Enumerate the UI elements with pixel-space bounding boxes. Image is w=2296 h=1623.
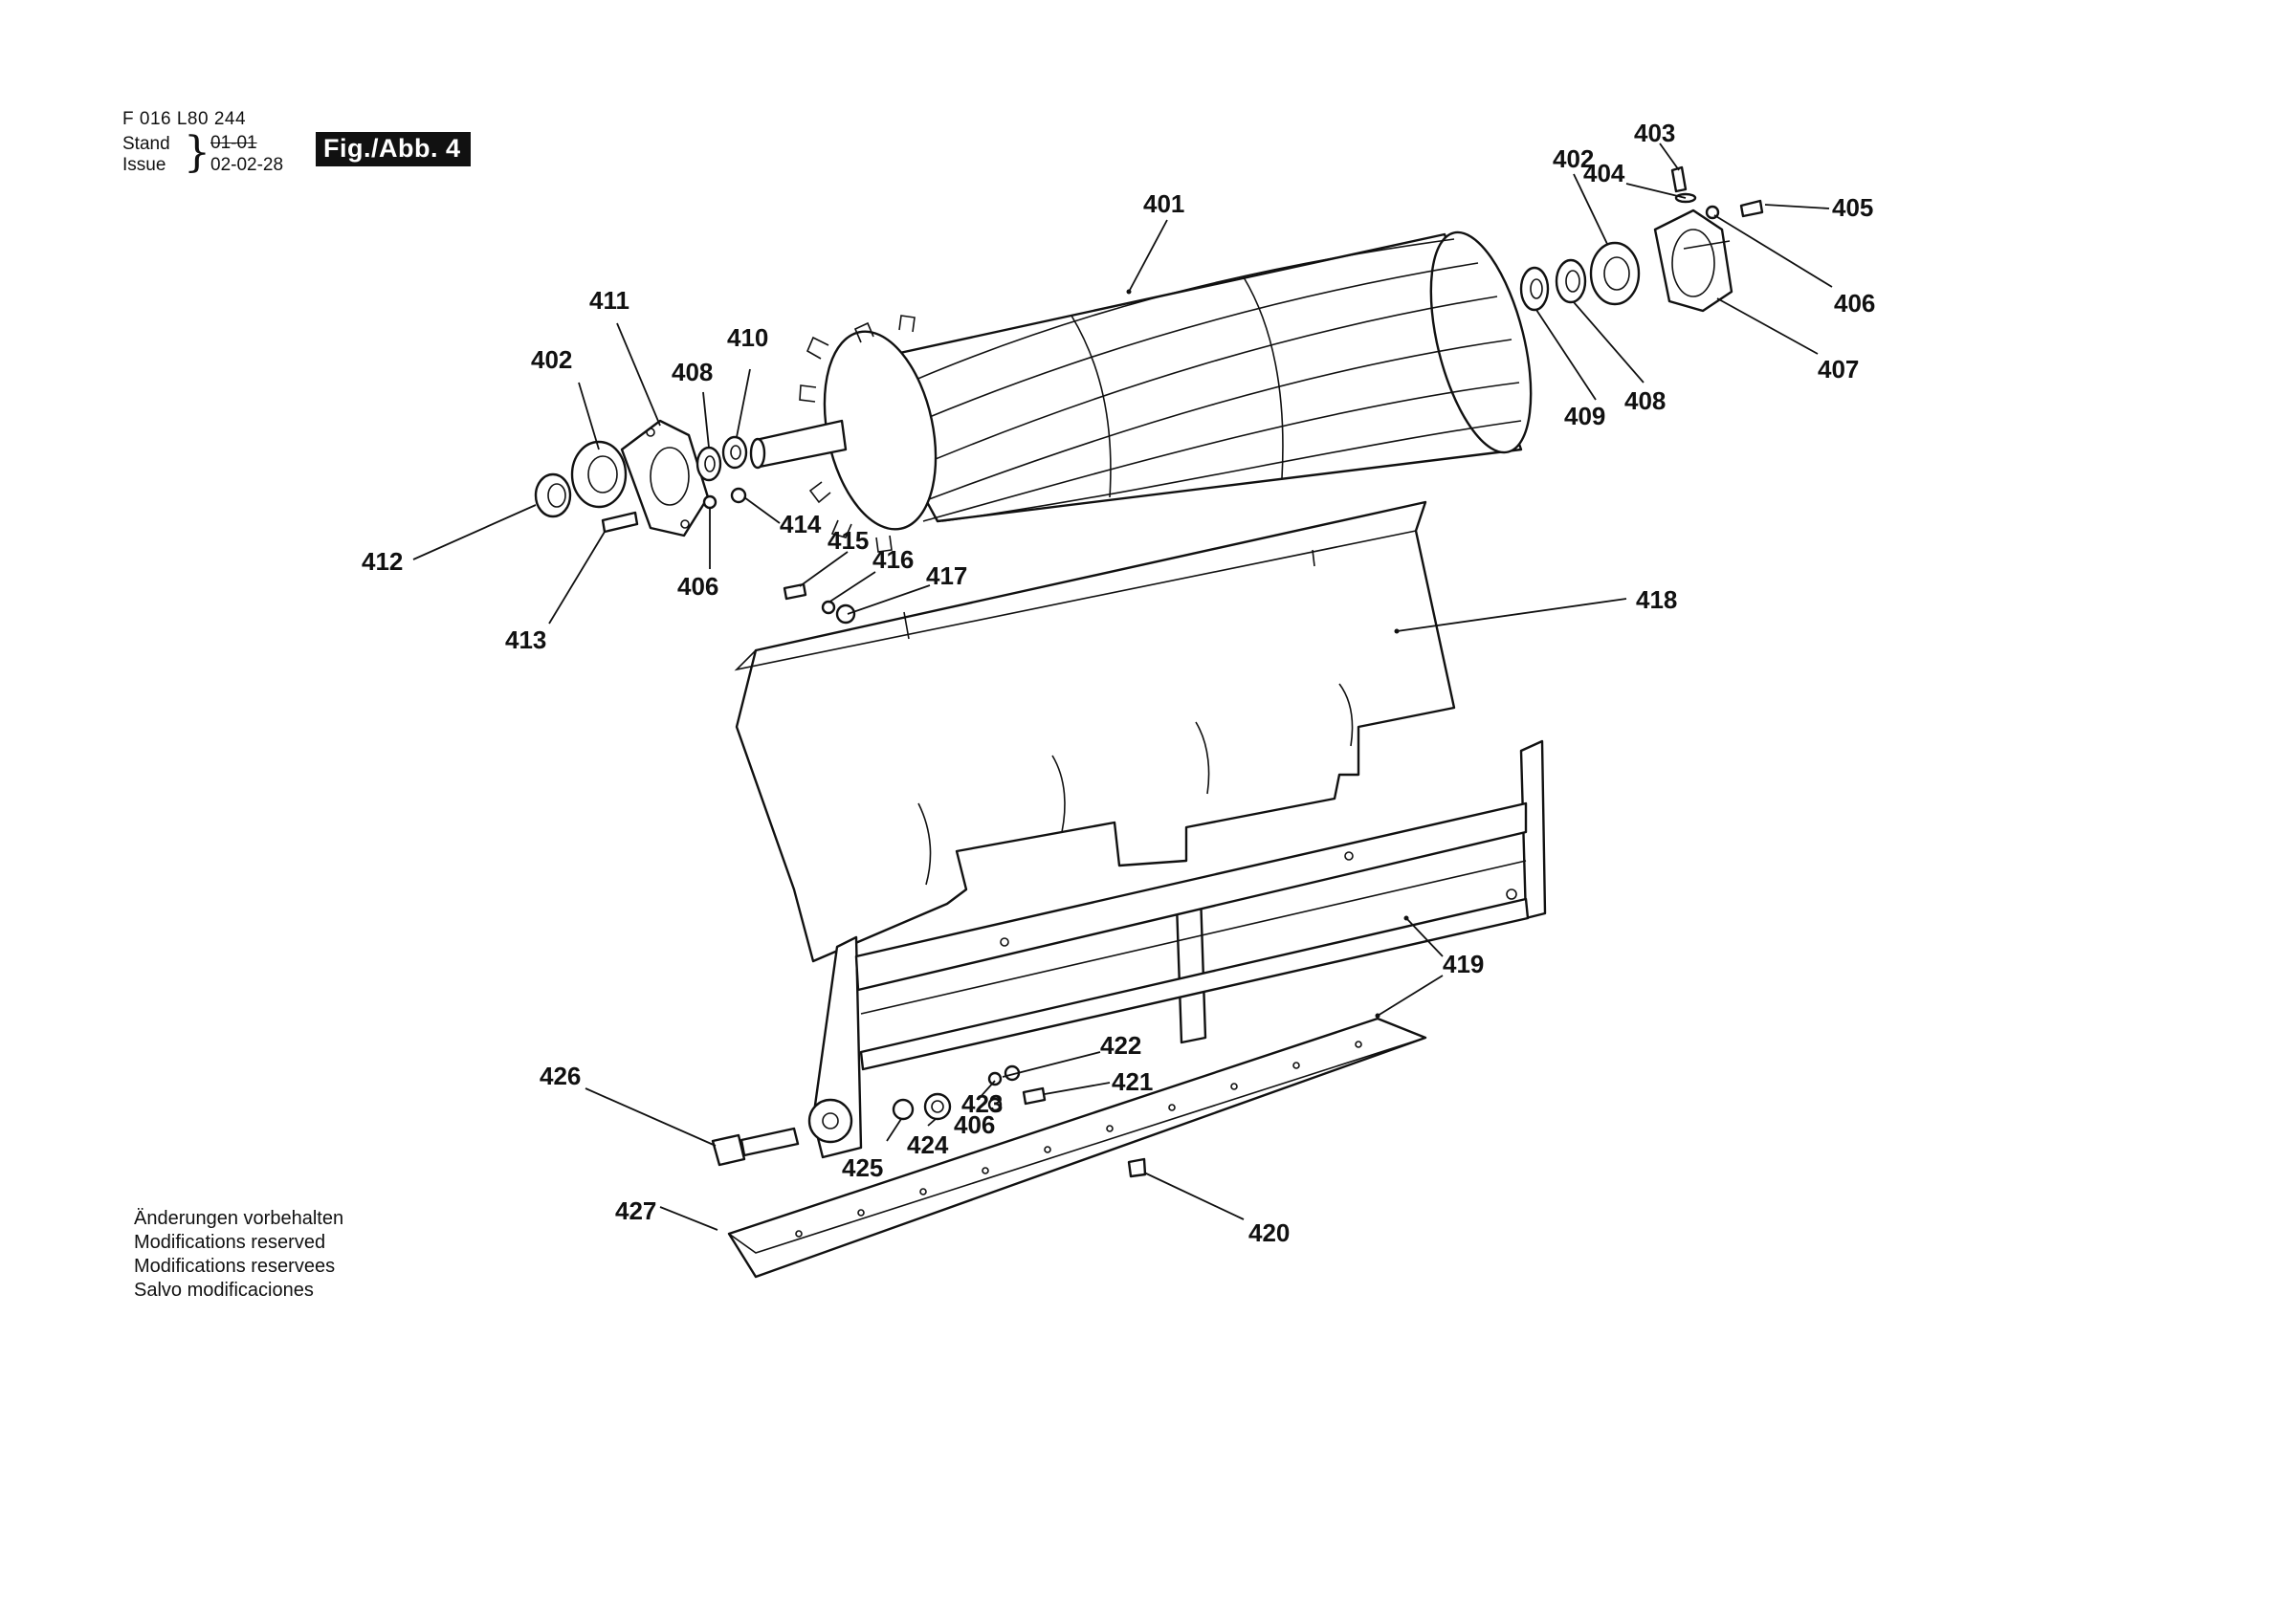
callout-425: 425 — [842, 1153, 883, 1182]
callout-426: 426 — [540, 1062, 581, 1090]
callout-423: 423 — [961, 1089, 1003, 1118]
note-english: Modifications reserved — [134, 1232, 326, 1253]
callout-413: 413 — [505, 625, 546, 654]
bottom-frame — [807, 739, 1547, 1159]
callout-404: 404 — [1583, 159, 1625, 187]
callout-418: 418 — [1636, 585, 1677, 614]
callout-401: 401 — [1143, 189, 1184, 218]
callout-408-left: 408 — [672, 358, 713, 386]
modification-notes: Änderungen vorbehalten Modifications res… — [134, 1207, 343, 1303]
washer-417 — [835, 603, 856, 625]
callout-421: 421 — [1112, 1067, 1153, 1096]
callout-415: 415 — [828, 526, 869, 555]
callout-411: 411 — [589, 286, 629, 315]
callout-402-left: 402 — [531, 345, 572, 374]
callout-427: 427 — [615, 1196, 656, 1225]
cylinder-end-right — [1429, 230, 1533, 454]
callout-406-right: 406 — [1834, 289, 1875, 318]
note-french: Modifications reservees — [134, 1256, 336, 1277]
callout-numbers: 401 402 402 403 404 405 406 406 406 407 … — [362, 119, 1875, 1247]
screw-405 — [1739, 199, 1764, 218]
note-spanish: Salvo modificaciones — [134, 1280, 314, 1301]
callout-416: 416 — [872, 545, 914, 574]
cylinder-body — [850, 232, 1523, 523]
washer-408-left — [695, 446, 722, 482]
bearing-right — [1589, 241, 1641, 306]
left-bearing-group — [534, 419, 856, 625]
stand-value: 01-01 — [210, 133, 257, 153]
callout-407: 407 — [1818, 355, 1859, 384]
nut-424 — [923, 1092, 952, 1121]
callout-402-right: 402 — [1553, 144, 1594, 173]
screw-403 — [1670, 165, 1688, 193]
washer-410 — [721, 435, 748, 470]
note-german: Änderungen vorbehalten — [134, 1208, 344, 1229]
cutting-cylinder — [749, 230, 1533, 553]
right-bearing-group — [1519, 165, 1764, 313]
bolt-426-shank — [740, 1127, 800, 1157]
frame-right-upright — [1519, 739, 1547, 920]
bolt-415 — [783, 582, 807, 601]
callout-420: 420 — [1248, 1218, 1290, 1247]
callout-409: 409 — [1564, 402, 1605, 430]
callout-419: 419 — [1443, 950, 1484, 978]
bolt-420 — [1127, 1157, 1147, 1178]
bolt-413 — [601, 511, 639, 534]
bearing-housing-clamp — [1653, 208, 1733, 313]
frame-bottom-bar — [859, 897, 1530, 1071]
callout-422: 422 — [1100, 1031, 1141, 1060]
washer-425 — [892, 1098, 915, 1121]
guard-sheet — [735, 500, 1456, 963]
callout-414: 414 — [780, 510, 822, 538]
callout-417: 417 — [926, 561, 967, 590]
callout-424: 424 — [907, 1130, 949, 1159]
callout-408-right: 408 — [1624, 386, 1666, 415]
figure-label: Fig./Abb. 4 — [316, 132, 471, 166]
nut-414 — [730, 487, 747, 504]
leader-lines — [412, 143, 1833, 1231]
nut-406-left — [702, 494, 718, 510]
washer-422 — [987, 1097, 1003, 1112]
cylinder-shaft — [754, 419, 848, 469]
hardware-bottom — [711, 1064, 1147, 1178]
frame-middle-upright — [1175, 892, 1207, 1044]
washer-409 — [1519, 266, 1550, 312]
guard-plate — [734, 500, 1456, 963]
brace-icon: } — [184, 128, 210, 177]
part-number: F 016 L80 244 — [122, 109, 247, 129]
frame-pivot — [807, 1098, 853, 1144]
issue-label: Issue — [122, 155, 166, 175]
washer-408-right — [1555, 258, 1587, 304]
callout-405: 405 — [1832, 193, 1873, 222]
callout-406-bottom: 406 — [954, 1110, 995, 1139]
washer-416 — [821, 600, 836, 615]
frame-top-bar — [854, 801, 1528, 992]
washer-423 — [987, 1071, 1003, 1086]
document-header: F 016 L80 244 Stand Issue } 01-01 02-02-… — [122, 105, 524, 182]
bottom-blade — [727, 1017, 1427, 1279]
callout-412: 412 — [362, 547, 403, 576]
issue-date: 02-02-28 — [210, 155, 284, 175]
callout-403: 403 — [1634, 119, 1675, 147]
callout-410: 410 — [727, 323, 768, 352]
stand-label: Stand — [122, 134, 170, 154]
bearing-left — [570, 440, 628, 509]
callout-406-left: 406 — [677, 572, 718, 601]
shaft-end — [749, 437, 766, 470]
bolt-426-head — [711, 1133, 746, 1167]
bolt-421 — [1022, 1086, 1047, 1106]
